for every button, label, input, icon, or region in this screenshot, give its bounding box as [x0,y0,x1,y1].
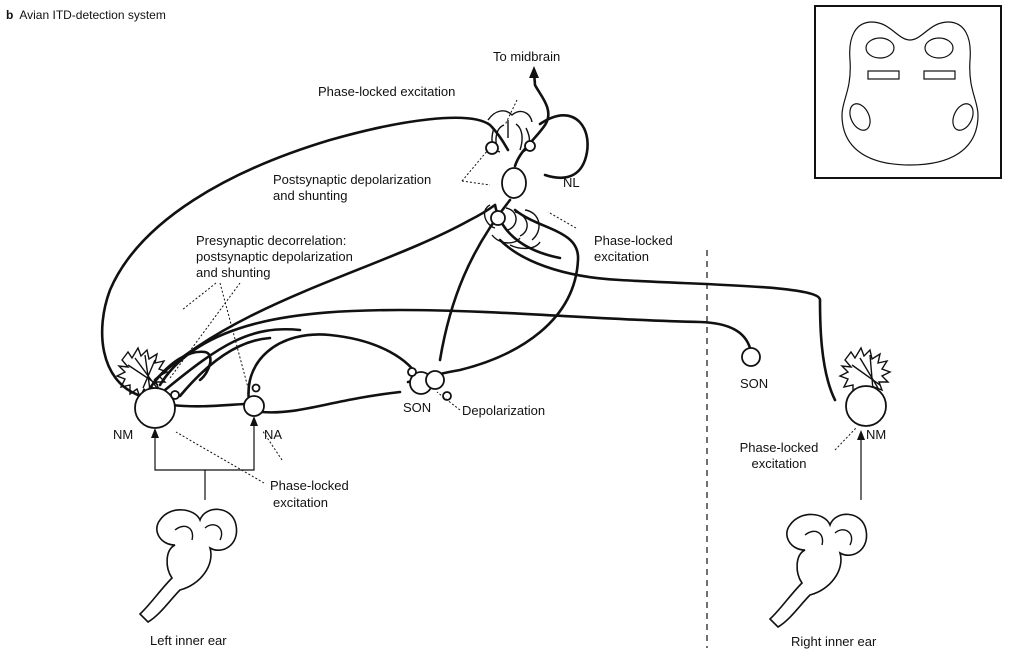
auditory-nerve-right [857,430,865,500]
label-postsynaptic-2: and shunting [273,188,347,203]
label-phase-locked-nl-2: excitation [594,249,649,264]
label-presynaptic-2: postsynaptic depolarization [196,249,353,264]
figure-title-text: Avian ITD-detection system [19,8,166,22]
label-son-right: SON [740,376,768,391]
label-nm-left: NM [113,427,133,442]
label-nm-right: NM [866,427,886,442]
label-phase-locked-bottom-2: excitation [273,495,328,510]
left-inner-ear [140,509,237,622]
label-na: NA [264,427,282,442]
label-presynaptic-1: Presynaptic decorrelation: [196,233,346,248]
brainstem-inset [815,6,1001,178]
auditory-nerve-left [151,416,258,500]
label-phase-locked-nm-right-2: excitation [724,456,834,471]
label-postsynaptic-1: Postsynaptic depolarization [273,172,431,187]
figure-title: b Avian ITD-detection system [6,8,166,23]
label-left-ear: Left inner ear [150,633,227,648]
right-son-neuron [742,348,760,366]
label-nl: NL [563,175,580,190]
label-phase-locked-nm-right-1: Phase-locked [724,440,834,455]
label-son-left: SON [403,400,431,415]
right-nm-neuron [840,348,890,426]
annotation-arrows [170,100,856,483]
right-inner-ear [770,514,867,627]
label-phase-locked-bottom-1: Phase-locked [270,478,349,493]
label-presynaptic-3: and shunting [196,265,270,280]
na-neuron [244,385,264,417]
label-phase-locked-top: Phase-locked excitation [318,84,455,99]
label-depolarization: Depolarization [462,403,545,418]
nl-cell-cluster [485,111,540,249]
label-right-ear: Right inner ear [791,634,876,649]
label-phase-locked-nl-1: Phase-locked [594,233,673,248]
label-to-midbrain: To midbrain [493,49,560,64]
panel-letter: b [6,8,13,22]
